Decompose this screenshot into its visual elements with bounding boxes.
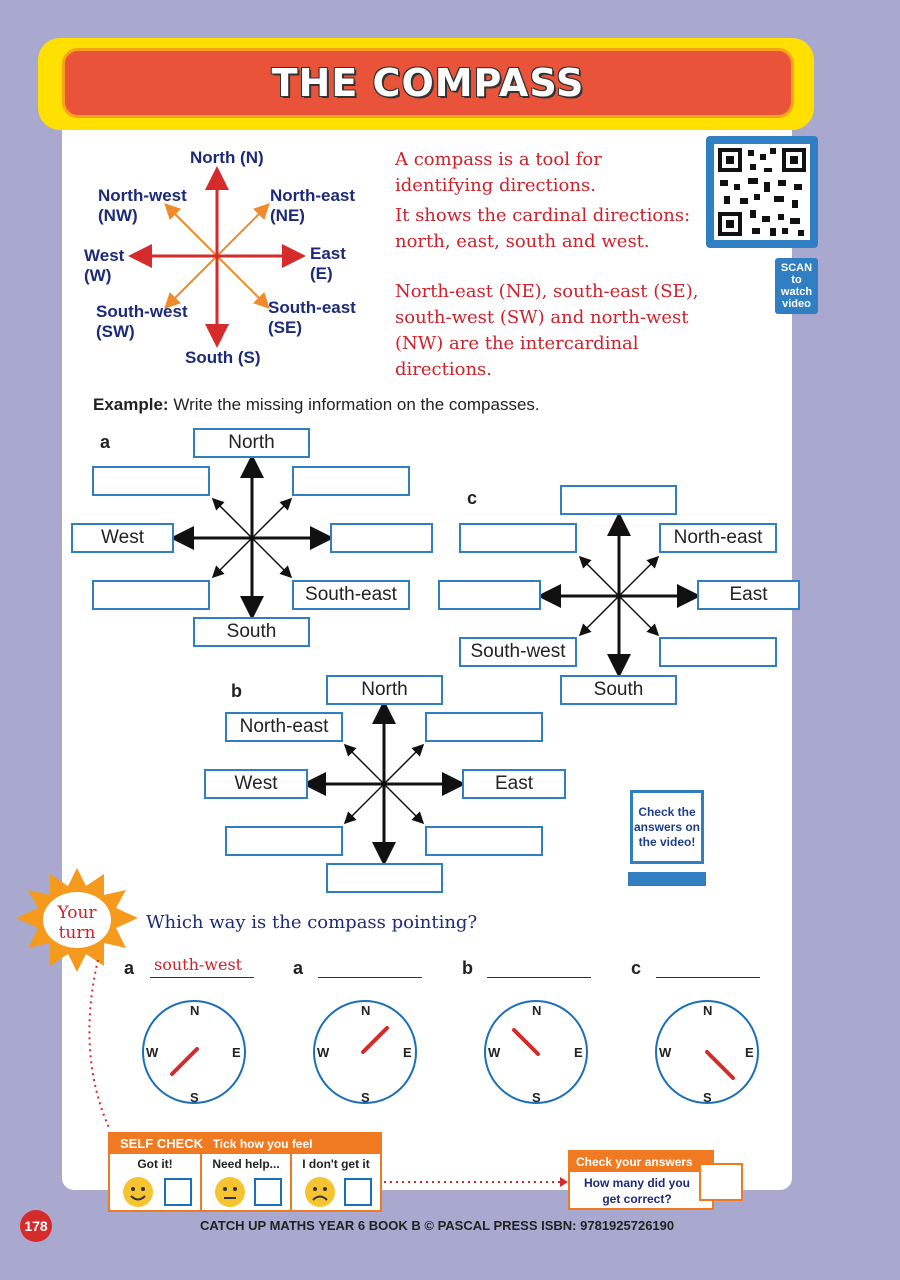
score-box[interactable] [699, 1163, 743, 1201]
compass-b-west-box[interactable]: West [204, 769, 308, 799]
compass-a-north-box[interactable]: North [193, 428, 310, 458]
compass-b-southwest-box[interactable] [225, 826, 343, 856]
compass-b-letter: b [231, 681, 242, 702]
compass-c-northwest-box[interactable] [459, 523, 577, 553]
compass-b-south-box[interactable] [326, 863, 443, 893]
happy-face-icon [122, 1176, 154, 1208]
compass-a-west-box[interactable]: West [71, 523, 174, 553]
label-south-east: South-east (SE) [268, 298, 356, 338]
intro-paragraph-2: It shows the cardinal directions: north,… [395, 203, 705, 255]
scan-label[interactable]: SCAN to watch video [775, 258, 818, 314]
compass-b-southeast-box[interactable] [425, 826, 543, 856]
compass-c-west-box[interactable] [438, 580, 541, 610]
label-south-west: South-west (SW) [96, 302, 188, 342]
self-check-panel: SELF CHECK Tick how you feel Got it! Nee… [108, 1132, 382, 1212]
compass-a-east-box[interactable] [330, 523, 433, 553]
example-lead: Example: [93, 395, 169, 414]
compass-c-southwest-box[interactable]: South-west [459, 637, 577, 667]
tick-box-dont-get-it[interactable] [344, 1178, 372, 1206]
neutral-face-icon [214, 1176, 246, 1208]
intro-paragraph-3: North-east (NE), south-east (SE), south-… [395, 279, 740, 383]
qr-frame[interactable] [706, 136, 818, 248]
footer-text: CATCH UP MATHS YEAR 6 BOOK B © PASCAL PR… [200, 1218, 674, 1233]
compass-c-northeast-box[interactable]: North-east [659, 523, 777, 553]
dial-4-n: N [703, 1003, 712, 1018]
dial-4-e: E [745, 1045, 754, 1060]
compass-c-north-box[interactable] [560, 485, 677, 515]
sad-face-icon [304, 1176, 336, 1208]
option-dont-get-it: I don't get it [292, 1157, 380, 1171]
label-north: North (N) [190, 148, 264, 168]
label-north-east: North-east (NE) [270, 186, 355, 226]
page-number: 178 [20, 1210, 52, 1242]
compass-a-letter: a [100, 432, 110, 453]
tick-box-got-it[interactable] [164, 1178, 192, 1206]
page-title: THE COMPASS [272, 61, 585, 105]
check-answers-panel: Check your answers How many did you get … [568, 1150, 714, 1210]
label-south: South (S) [185, 348, 261, 368]
compass-b-northeast-box[interactable] [425, 712, 543, 742]
compass-a-southeast-box[interactable]: South-east [292, 580, 410, 610]
option-got-it: Got it! [110, 1157, 200, 1171]
dial-4-s: S [703, 1090, 712, 1105]
title-panel: THE COMPASS [62, 48, 794, 118]
qr-code-icon [714, 144, 810, 240]
compass-b-north-box[interactable]: North [326, 675, 443, 705]
label-east: East (E) [310, 244, 346, 284]
label-north-west: North-west (NW) [98, 186, 187, 226]
check-answers-question: How many did you get correct? [578, 1175, 696, 1207]
check-answers-title: Check your answers [570, 1152, 712, 1172]
compass-a-northeast-box[interactable] [292, 466, 410, 496]
video-answers-note[interactable]: Check the answers on the video! [630, 790, 704, 864]
yt-answer-line-4[interactable] [656, 955, 760, 978]
your-turn-question: Which way is the compass pointing? [146, 912, 477, 933]
example-text: Write the missing information on the com… [173, 395, 539, 414]
dial-4-w: W [659, 1045, 671, 1060]
compass-c-east-box[interactable]: East [697, 580, 800, 610]
label-west: West (W) [84, 246, 124, 286]
tick-box-need-help[interactable] [254, 1178, 282, 1206]
option-need-help: Need help... [202, 1157, 290, 1171]
compass-a-south-box[interactable]: South [193, 617, 310, 647]
compass-a-northwest-box[interactable] [92, 466, 210, 496]
self-check-subtitle: Tick how you feel [213, 1137, 313, 1151]
compass-b-northwest-box[interactable]: North-east [225, 712, 343, 742]
compass-c-letter: c [467, 488, 477, 509]
monitor-stand-icon [628, 872, 706, 886]
compass-a-southwest-box[interactable] [92, 580, 210, 610]
your-turn-badge: Your turn [44, 903, 110, 943]
yt-letter-4: c [631, 958, 641, 979]
self-check-title: SELF CHECK [120, 1136, 203, 1151]
example-instruction: Example: Write the missing information o… [93, 395, 540, 415]
intro-paragraph-1: A compass is a tool for identifying dire… [395, 147, 695, 199]
compass-c-south-box[interactable]: South [560, 675, 677, 705]
compass-b-east-box[interactable]: East [462, 769, 566, 799]
compass-c-southeast-box[interactable] [659, 637, 777, 667]
